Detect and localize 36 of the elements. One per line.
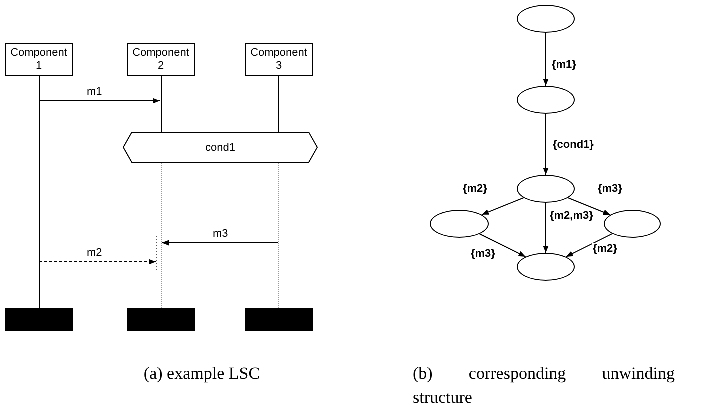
figure-caption: (b) corresponding unwinding structure (413, 363, 675, 409)
arrow (543, 202, 549, 254)
arrow (38, 98, 160, 104)
component-box: Component 1 (5, 43, 73, 76)
component-box: Component 3 (245, 43, 313, 76)
arrow (543, 32, 549, 86)
end-bar (127, 308, 195, 331)
figure-caption: (a) example LSC (142, 363, 262, 385)
component-box: Component 2 (127, 43, 195, 76)
lifeline (160, 163, 162, 308)
edge-label: {m3} (597, 183, 624, 196)
arrow (566, 233, 613, 258)
end-bar (245, 308, 313, 331)
state-ellipse (517, 5, 575, 33)
lifeline (160, 76, 162, 132)
lifeline (38, 76, 40, 308)
edge-label: {m2,m3} (549, 210, 594, 223)
condition-hexagon (123, 132, 318, 163)
arrow (568, 198, 611, 216)
edge-label: {m3} (470, 248, 496, 261)
state-ellipse (604, 210, 661, 238)
state-ellipse (517, 253, 575, 281)
arrow (543, 114, 549, 176)
state-ellipse (517, 175, 575, 203)
arrow (38, 259, 156, 265)
arrow (481, 198, 524, 216)
end-bar (5, 308, 73, 331)
edge-label: {m2} (462, 183, 488, 196)
condition-label: cond1 (206, 142, 236, 154)
state-ellipse (517, 86, 575, 114)
arrow (479, 234, 526, 258)
edge-label: {m1} (551, 59, 578, 72)
edge-label: {m2} (592, 243, 618, 256)
state-ellipse (430, 210, 489, 238)
edge-label: {cond1} (552, 139, 595, 152)
arrow (162, 240, 278, 246)
